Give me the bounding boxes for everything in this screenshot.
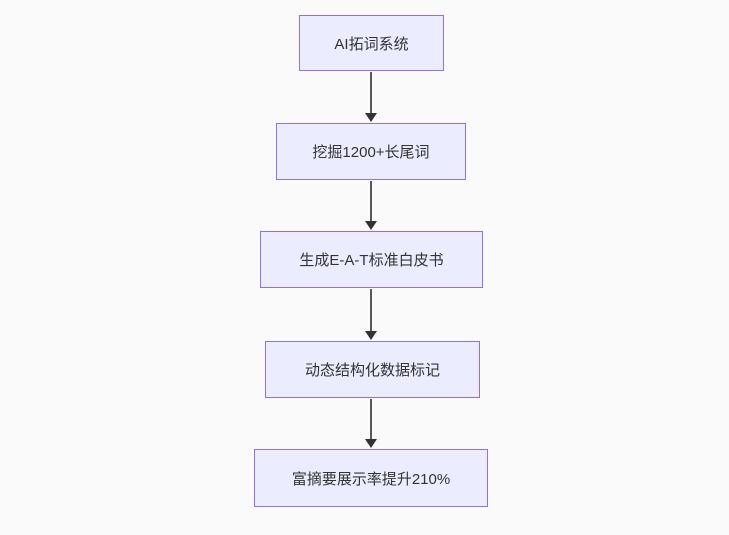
flowchart-node-ai-word-expansion: AI拓词系统 [299, 15, 444, 71]
edge-line [370, 72, 372, 113]
flowchart-node-structured-data: 动态结构化数据标记 [265, 341, 480, 398]
edge-line [370, 399, 372, 439]
node-label: 富摘要展示率提升210% [291, 470, 451, 488]
node-label: AI拓词系统 [334, 35, 409, 53]
node-label: 生成E-A-T标准白皮书 [299, 252, 444, 269]
arrowhead-down-icon [365, 439, 377, 448]
arrowhead-down-icon [365, 331, 377, 340]
edge-line [370, 289, 372, 331]
node-label: 动态结构化数据标记 [304, 362, 440, 379]
flowchart-node-longtail-mining: 挖掘1200+长尾词 [276, 123, 466, 180]
arrowhead-down-icon [365, 221, 377, 230]
flowchart-node-eat-whitepaper: 生成E-A-T标准白皮书 [260, 231, 483, 288]
node-label: 挖掘1200+长尾词 [312, 144, 430, 161]
arrowhead-down-icon [365, 113, 377, 122]
edge-line [370, 181, 372, 221]
flowchart-node-rich-snippet-result: 富摘要展示率提升210% [254, 449, 488, 507]
